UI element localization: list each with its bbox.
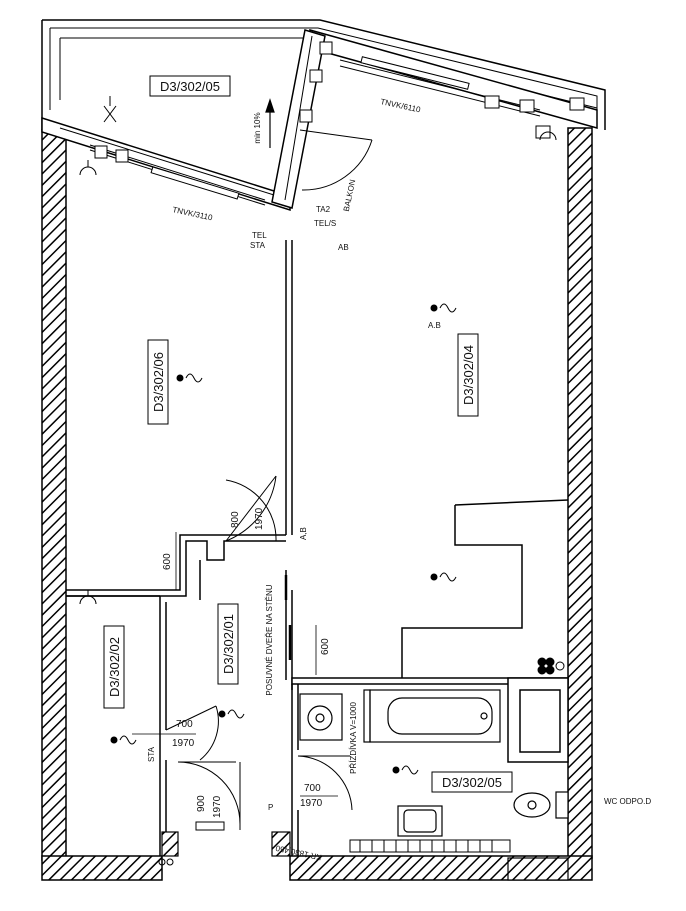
washbasin (299, 693, 343, 741)
dim-niche-hall: 600 (320, 638, 331, 655)
label-bath-rail: PŘÍZDÍVKA V=1000 (349, 702, 358, 774)
sink (397, 805, 443, 837)
dimension-lines (132, 532, 338, 797)
label-sta-a: STA (250, 241, 266, 250)
dim-door-w-bedroom: 800 (230, 511, 241, 528)
dim-door-h-bath: 1970 (300, 798, 323, 809)
dim-door-h-storage: 1970 (172, 738, 195, 749)
dim-niche-bedroom: 600 (162, 553, 173, 570)
label-box-bedroom (147, 339, 169, 425)
label-box-living (457, 333, 479, 417)
room-label-storage: D3/302/02 (107, 637, 122, 697)
label-box-storage (103, 625, 125, 709)
label-ab-a: AB (338, 243, 349, 252)
dim-door-h-bedroom: 1970 (254, 507, 265, 530)
radiator (349, 839, 511, 853)
label-sta-b: STA (147, 746, 156, 762)
label-sliding-door: POSUVNÉ DVEŘE NA STĚNU (265, 584, 274, 695)
dim-door-h-entry: 1970 (212, 795, 223, 818)
label-balcony: BALKON (342, 178, 358, 212)
electrical-symbols (79, 96, 565, 775)
label-wc: WC ODPO.D (604, 797, 651, 806)
label-window-b: TNVK/3110 (172, 205, 214, 222)
bathtub (363, 689, 501, 743)
toilet (513, 791, 569, 819)
dim-door-w-bath: 700 (304, 783, 321, 794)
label-tv-a: TA2 (316, 205, 331, 214)
room-label-bedroom: D3/302/06 (151, 352, 166, 412)
room-label-bathroom: D3/302/05 (442, 775, 502, 790)
label-box-hall (217, 603, 239, 685)
label-tel: TEL (252, 231, 267, 240)
slope-arrow (265, 98, 275, 148)
label-ab-c: A,B (299, 527, 308, 540)
exterior-walls (41, 127, 593, 881)
label-tv-b: TEL/S (314, 219, 336, 228)
doors (165, 475, 353, 830)
label-window-a: TNVK/6110 (380, 97, 422, 114)
label-box-loggia (149, 75, 231, 97)
label-p: P (268, 803, 273, 812)
windows (89, 41, 585, 206)
dim-door-w-entry: 900 (196, 795, 207, 812)
balcony-door (299, 129, 373, 191)
entry-panel (158, 821, 225, 866)
room-label-loggia: D3/302/05 (160, 79, 220, 94)
label-box-bathroom (431, 771, 513, 793)
dim-door-w-storage: 700 (176, 719, 193, 730)
label-ab-b: A.B (428, 321, 441, 330)
room-label-hall: D3/302/01 (221, 614, 236, 674)
room-label-living: D3/302/04 (461, 345, 476, 405)
interior-walls (66, 240, 569, 856)
label-slope: min 10% (253, 112, 262, 143)
